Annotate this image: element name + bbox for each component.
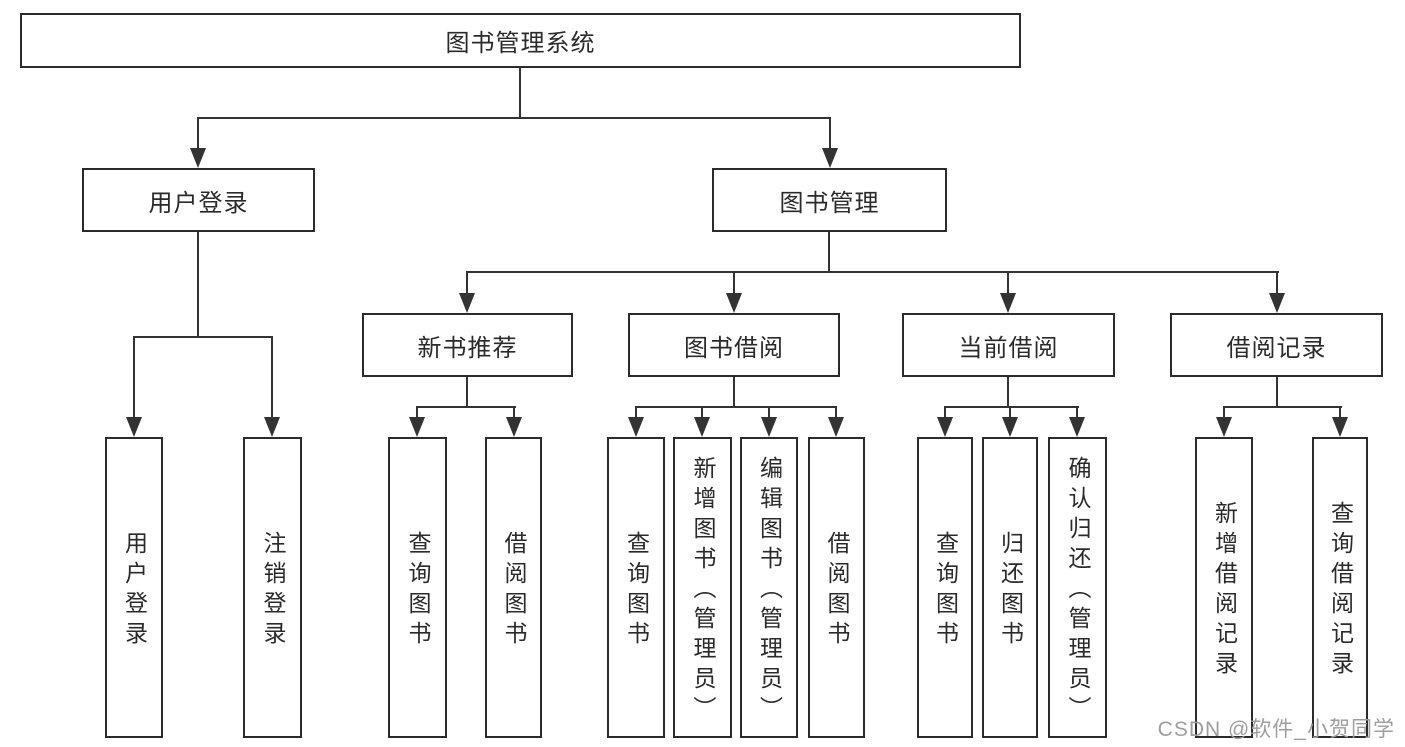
connector-line [133,336,135,419]
leaf-borrow-books: 借阅图书 [808,437,865,738]
arrowhead-down-icon [1269,293,1285,313]
connector-line [944,406,946,419]
csdn-watermark: CSDN @软件_小贺同学 [1157,718,1395,741]
arrowhead-down-icon [459,293,475,313]
arrowhead-down-icon [628,417,644,437]
connector-line [197,117,831,119]
connector-line [513,406,515,419]
connector-line [635,406,637,419]
connector-line [1076,406,1078,419]
connector-line [733,271,735,295]
connector-line [466,377,468,408]
connector-line [1276,377,1278,408]
arrowhead-down-icon [1002,417,1018,437]
connector-line [829,117,831,150]
node-book-management: 图书管理 [712,168,947,232]
connector-line [1009,406,1011,419]
leaf-logout: 注销登录 [243,437,302,738]
node-user-login: 用户登录 [82,168,315,232]
node-book-borrowing: 图书借阅 [628,313,840,377]
connector-line [1223,406,1342,408]
leaf-add-books-admin: 新增图书（管理员） [673,437,732,738]
arrowhead-down-icon [726,293,742,313]
node-new-book-recommendation: 新书推荐 [362,313,573,377]
arrowhead-down-icon [506,417,522,437]
node-root: 图书管理系统 [20,13,1021,68]
leaf-confirm-return-admin: 确认归还（管理员） [1048,437,1107,738]
arrowhead-down-icon [822,148,838,168]
connector-line [768,406,770,419]
arrowhead-down-icon [409,417,425,437]
arrowhead-down-icon [190,148,206,168]
connector-line [828,232,830,273]
leaf-add-borrow-record: 新增借阅记录 [1195,437,1253,738]
node-current-borrowing: 当前借阅 [902,313,1115,377]
node-borrowing-records: 借阅记录 [1170,313,1383,377]
arrowhead-down-icon [761,417,777,437]
connector-line [1007,271,1009,295]
leaf-query-books-current: 查询图书 [917,437,973,738]
connector-line [835,406,837,419]
arrowhead-down-icon [937,417,953,437]
leaf-query-borrow-record: 查询借阅记录 [1312,437,1368,738]
leaf-user-login: 用户登录 [105,437,163,738]
connector-line [519,68,521,118]
connector-line [1339,406,1341,419]
connector-line [944,406,1079,408]
arrowhead-down-icon [1000,293,1016,313]
connector-line [466,271,468,295]
connector-line [701,406,703,419]
arrowhead-down-icon [264,417,280,437]
leaf-query-books-borrowing: 查询图书 [607,437,665,738]
leaf-edit-books-admin: 编辑图书（管理员） [740,437,798,738]
connector-line [466,271,1279,273]
arrowhead-down-icon [126,417,142,437]
arrowhead-down-icon [1069,417,1085,437]
arrowhead-down-icon [1332,417,1348,437]
connector-line [1223,406,1225,419]
connector-line [733,377,735,408]
connector-line [271,336,273,419]
connector-line [416,406,516,408]
connector-line [1007,377,1009,408]
connector-line [197,232,199,338]
connector-line [1276,271,1278,295]
arrowhead-down-icon [1216,417,1232,437]
connector-line [635,406,837,408]
leaf-borrow-books-recommend: 借阅图书 [485,437,542,738]
leaf-return-books: 归还图书 [982,437,1038,738]
leaf-query-books-recommend: 查询图书 [388,437,447,738]
arrowhead-down-icon [694,417,710,437]
connector-line [416,406,418,419]
connector-line [133,336,273,338]
arrowhead-down-icon [828,417,844,437]
connector-line [197,117,199,150]
